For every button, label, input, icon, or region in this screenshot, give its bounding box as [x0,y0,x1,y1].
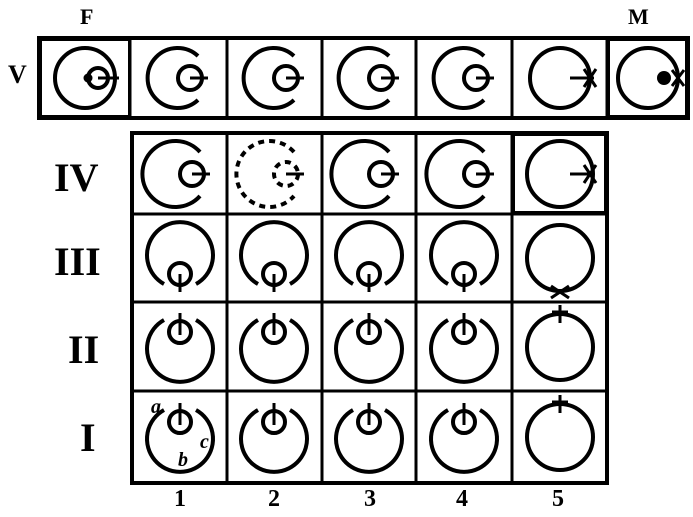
cell-iii-3 [336,222,402,292]
label-male: M [628,6,649,28]
cell-iv-5 [527,141,596,207]
row-label-v: V [8,62,27,88]
part-label-c: c [200,432,209,452]
outer-wall [527,225,593,291]
cell-v-2 [148,48,208,108]
row-label-iv: IV [54,158,98,198]
cell-ii-5 [527,305,593,380]
outer-wall [426,141,484,207]
cell-v-7 [618,48,684,108]
part-label-a: a [151,397,161,417]
cell-v-6 [530,48,596,108]
column-label-2: 2 [268,487,280,511]
grid-frames [39,38,688,483]
cell-ii-1 [147,313,213,382]
nucleus-dot [657,71,671,85]
cell-v-3 [244,48,304,108]
outer-wall [236,141,294,207]
row-label-iii: III [54,242,101,282]
cell-i-3 [336,403,402,472]
cell-ii-4 [431,313,497,382]
cell-iv-2 [236,141,304,207]
cell-v-4 [339,48,399,108]
cell-ii-3 [336,313,402,382]
male-cell-frame [609,40,686,116]
nucleus-dot [84,74,93,83]
cell-i-5 [527,395,593,470]
cell-v-5 [434,48,494,108]
part-label-b: b [178,450,188,470]
outer-wall [527,404,593,470]
cell-iii-5 [527,225,593,298]
column-label-3: 3 [364,487,376,511]
column-label-1: 1 [174,487,186,511]
label-female: F [80,6,93,28]
row-label-i: I [80,418,96,458]
cell-iv-4 [426,141,494,207]
column-label-4: 4 [456,487,468,511]
outer-wall [142,141,200,207]
cell-i-2 [241,403,307,472]
cell-iii-1 [147,222,213,292]
column-label-5: 5 [552,487,564,511]
cell-v-1 [55,48,119,108]
cell-iv-1 [142,141,210,207]
cell-ii-2 [241,313,307,382]
cell-i-4 [431,403,497,472]
outer-wall [331,141,389,207]
cell-iii-4 [431,222,497,292]
cell-iii-2 [241,222,307,292]
outer-wall [527,314,593,380]
cell-iv-3 [331,141,399,207]
row-label-ii: II [68,330,99,370]
